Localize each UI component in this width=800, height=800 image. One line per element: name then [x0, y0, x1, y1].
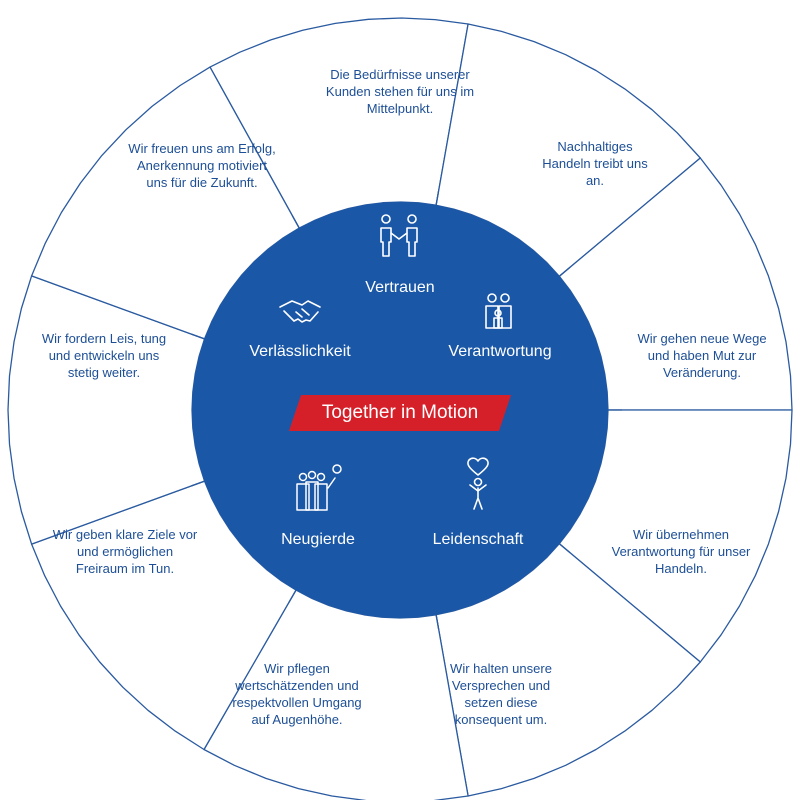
- team-idea-icon: [296, 464, 342, 511]
- segment-text: Die Bedürfnisse unserer Kunden stehen fü…: [325, 67, 475, 116]
- segment-text: Wir pflegen wertschätzenden und respektv…: [232, 661, 362, 727]
- segment-text: Wir freuen uns am Erfolg, Anerkennung mo…: [128, 141, 276, 190]
- segment-text: Wir halten unsere Versprechen und setzen…: [450, 661, 552, 727]
- motto-text: Together in Motion: [321, 402, 479, 423]
- segment-text: Wir übernehmen Verantwortung für unser H…: [611, 527, 751, 576]
- value-label-neugierde: Neugierde: [281, 531, 355, 548]
- segment-text: Wir geben klare Ziele vor und ermögliche…: [52, 527, 198, 576]
- family-icon: [485, 293, 512, 329]
- value-label-vertrauen: Vertrauen: [365, 279, 435, 296]
- heart-person-icon: [467, 457, 489, 510]
- handshake-people-icon: [380, 214, 418, 257]
- motto-banner: [289, 395, 511, 431]
- outer-segments: [7, 17, 793, 800]
- segment-text: Wir fordern Leis, tung und entwickeln un…: [41, 331, 167, 380]
- handshake-icon: [279, 300, 321, 323]
- value-label-verlaesslichkeit: Verlässlichkeit: [249, 343, 351, 360]
- value-label-leidenschaft: Leidenschaft: [432, 531, 524, 548]
- value-label-verantwortung: Verantwortung: [448, 343, 552, 360]
- segment-text: Nachhaltiges Handeln treibt uns an.: [542, 139, 648, 188]
- segment-text: Wir gehen neue Wege und haben Mut zur Ve…: [637, 331, 767, 380]
